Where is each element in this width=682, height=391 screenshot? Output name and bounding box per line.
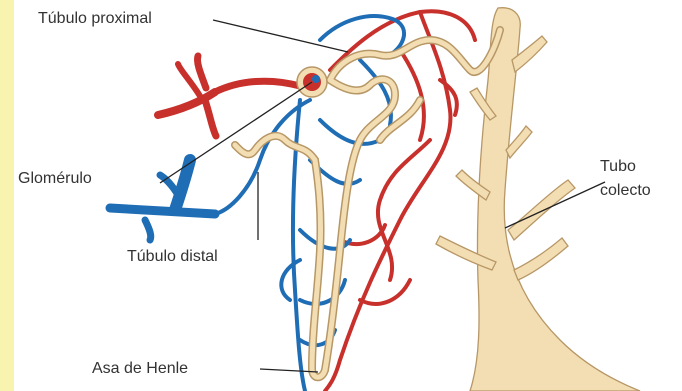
label-tubo-colector-line2: colecto — [600, 182, 651, 200]
diagram-panel — [14, 0, 682, 391]
label-tubulo-proximal: Túbulo proximal — [38, 10, 152, 28]
label-asa-de-henle: Asa de Henle — [92, 360, 188, 378]
vein-network — [110, 16, 404, 391]
label-glomerulo: Glomérulo — [18, 170, 92, 188]
leader-glomerulo — [160, 82, 312, 183]
leader-tubo-colector — [505, 182, 605, 228]
label-tubo-colector-line1: Tubo — [600, 158, 636, 176]
leader-tubulo-proximal — [213, 20, 348, 52]
label-tubulo-distal: Túbulo distal — [127, 248, 218, 266]
nephron-illustration — [14, 0, 682, 391]
